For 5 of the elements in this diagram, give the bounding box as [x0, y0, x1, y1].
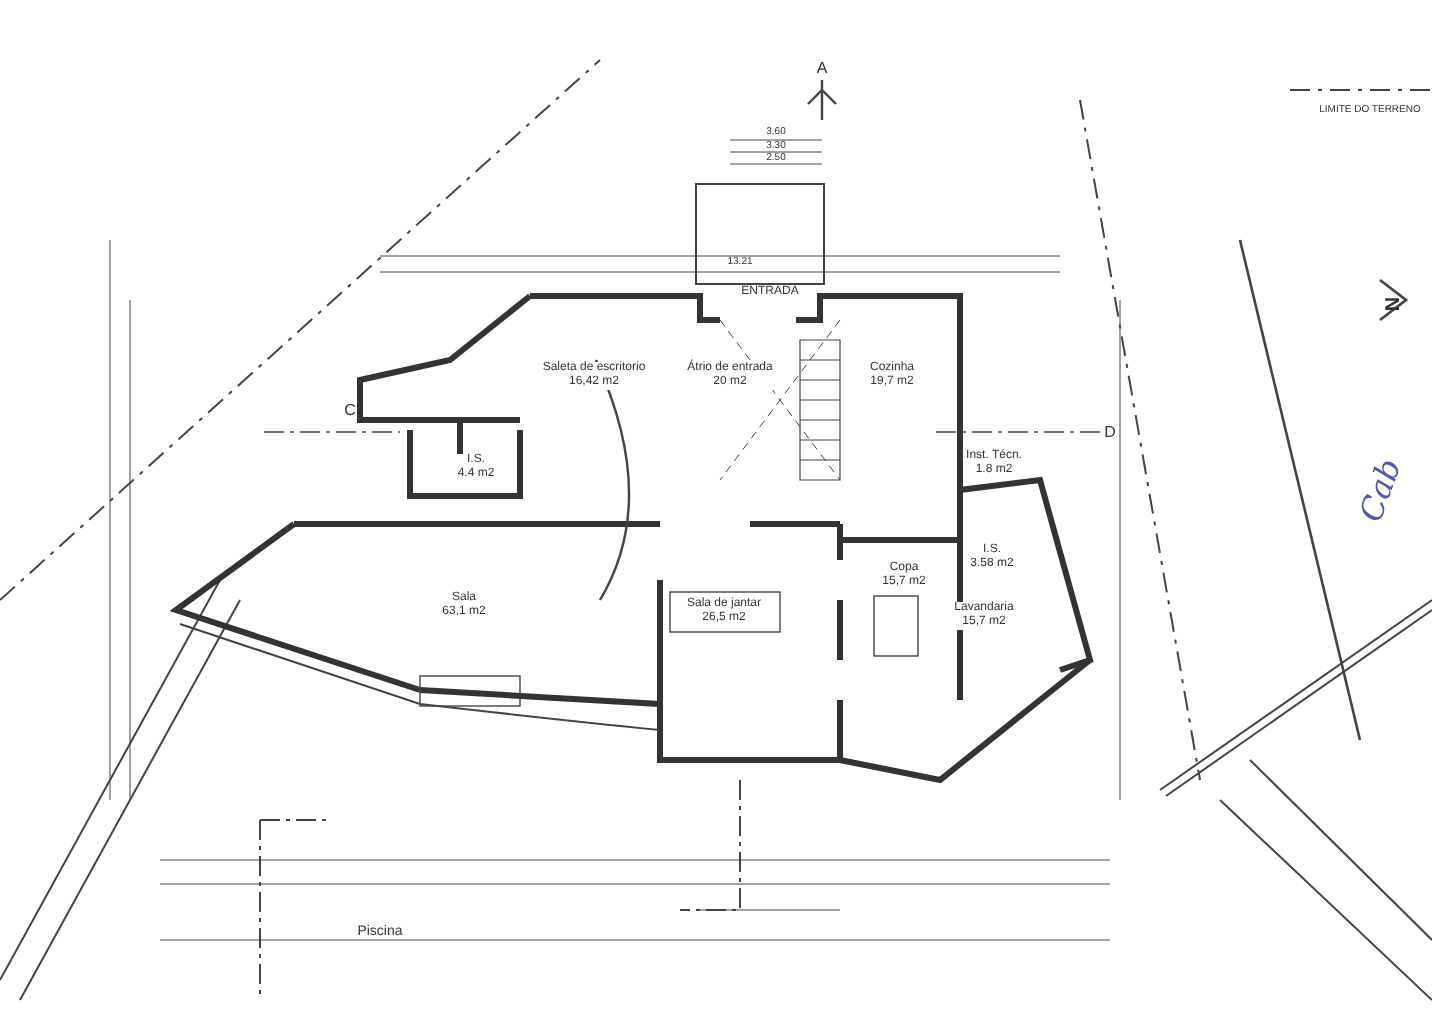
north-marker: N: [1383, 296, 1405, 312]
section-marker: A: [816, 59, 828, 77]
section-marker: C: [344, 401, 356, 419]
section-marker: D: [1104, 423, 1116, 441]
handwritten-note: Cab: [1351, 453, 1409, 527]
